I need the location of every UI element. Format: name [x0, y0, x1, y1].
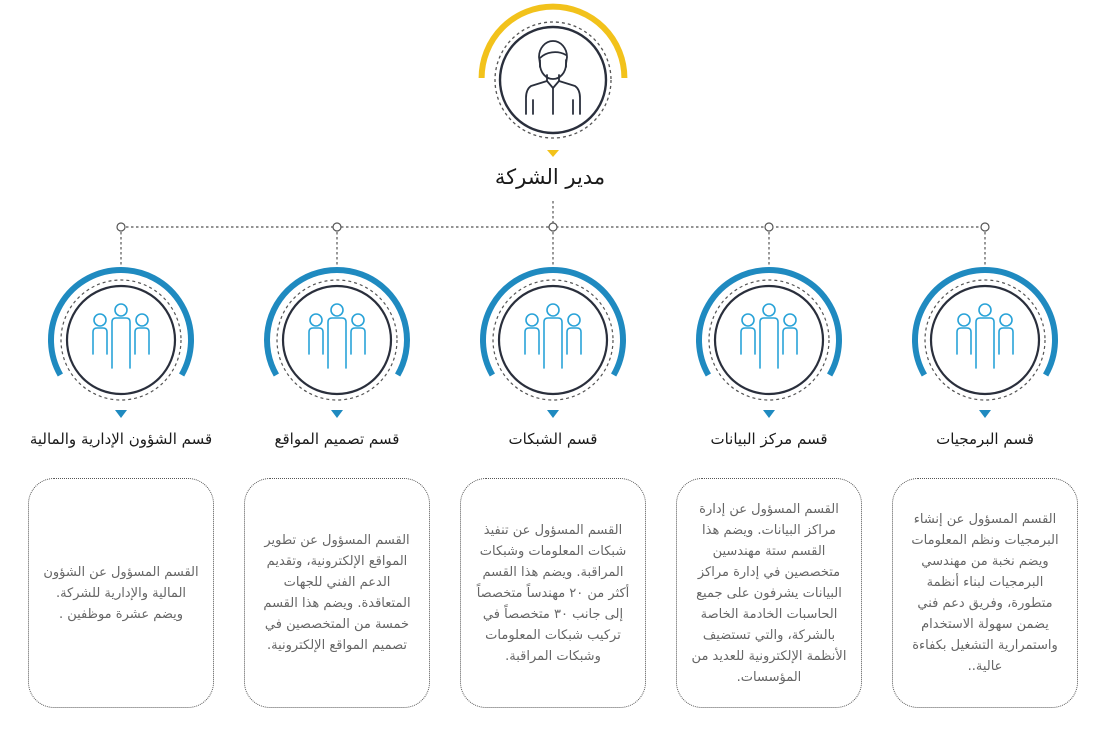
dept-pointer	[115, 410, 127, 418]
dept-node-networks	[480, 267, 626, 418]
dept-title-web-design: قسم تصميم المواقع	[274, 430, 400, 448]
dept-accent-arc	[264, 267, 410, 377]
dept-pointer	[763, 410, 775, 418]
ceo-title: مدير الشركة	[494, 165, 606, 189]
dept-pointer	[979, 410, 991, 418]
dept-description-box-software: القسم المسؤول عن إنشاء البرمجيات ونظم ال…	[892, 478, 1078, 708]
team-icon	[524, 303, 582, 369]
dept-node-admin-finance	[48, 267, 194, 418]
team-icon	[92, 303, 150, 369]
dept-node-software	[912, 267, 1058, 418]
dept-title-software: قسم البرمجيات	[936, 430, 1034, 448]
dept-accent-arc	[480, 267, 626, 377]
dept-pointer	[547, 410, 559, 418]
dept-node-web-design	[264, 267, 410, 418]
connector-dots	[116, 222, 990, 232]
person-icon	[525, 40, 581, 115]
connectors	[120, 201, 986, 270]
dept-description-web-design: القسم المسؤول عن تطوير المواقع الإلكترون…	[263, 533, 411, 653]
dept-title-datacenter: قسم مركز البيانات	[710, 430, 828, 448]
dept-description-box-admin-finance: القسم المسؤول عن الشؤون المالية والإداري…	[28, 478, 214, 708]
dept-description-software: القسم المسؤول عن إنشاء البرمجيات ونظم ال…	[911, 512, 1059, 674]
dept-description-box-datacenter: القسم المسؤول عن إدارة مراكز البيانات. و…	[676, 478, 862, 708]
dept-accent-arc	[912, 267, 1058, 377]
dept-description-admin-finance: القسم المسؤول عن الشؤون المالية والإداري…	[43, 564, 199, 622]
dept-description-datacenter: القسم المسؤول عن إدارة مراكز البيانات. و…	[691, 501, 847, 685]
dept-accent-arc	[696, 267, 842, 377]
dept-pointer	[331, 410, 343, 418]
ceo-node	[478, 3, 628, 157]
team-icon	[956, 303, 1014, 369]
dept-accent-arc	[48, 267, 194, 377]
team-icon	[740, 303, 798, 369]
dept-description-networks: القسم المسؤول عن تنفيذ شبكات المعلومات و…	[476, 522, 630, 664]
dept-title-admin-finance: قسم الشؤون الإدارية والمالية	[29, 430, 213, 448]
dept-node-datacenter	[696, 267, 842, 418]
dept-title-networks: قسم الشبكات	[508, 430, 598, 448]
dept-description-box-web-design: القسم المسؤول عن تطوير المواقع الإلكترون…	[244, 478, 430, 708]
dept-description-box-networks: القسم المسؤول عن تنفيذ شبكات المعلومات و…	[460, 478, 646, 708]
team-icon	[308, 303, 366, 369]
